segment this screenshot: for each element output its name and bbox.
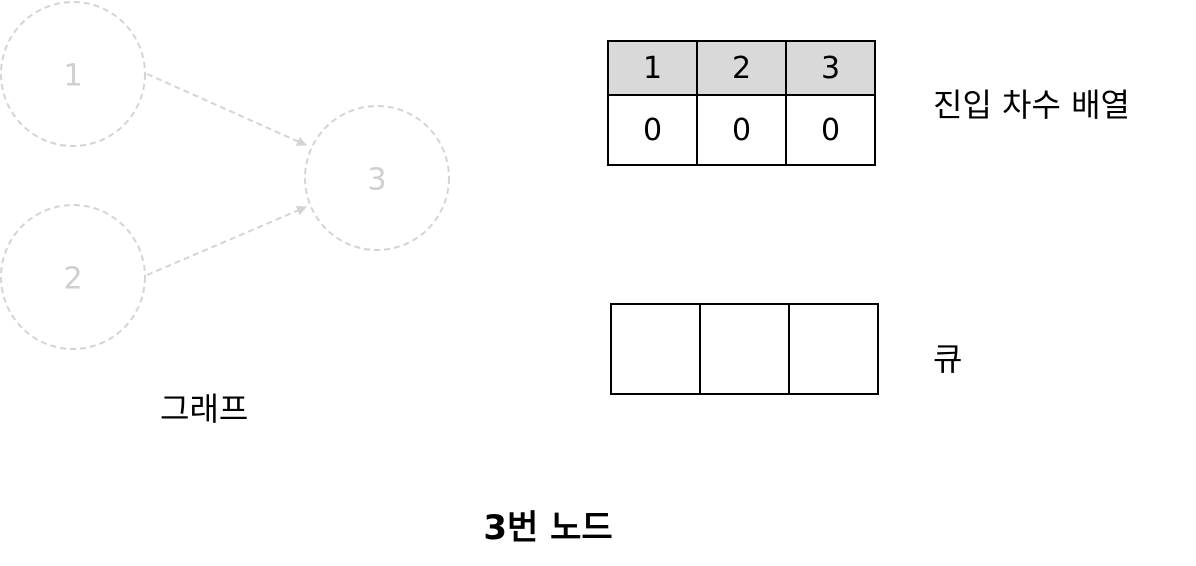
indegree-header-cell: 1	[607, 40, 698, 96]
node-label: 2	[63, 262, 82, 297]
graph-node-2: 2	[0, 204, 146, 350]
edge-1-to-3	[146, 73, 307, 146]
indegree-caption: 진입 차수 배열	[933, 86, 1130, 124]
step-title: 3번 노드	[483, 508, 613, 548]
queue-cell	[610, 303, 701, 395]
indegree-value-cell: 0	[696, 94, 787, 166]
indegree-header-cell: 3	[785, 40, 876, 96]
queue-table	[610, 303, 879, 395]
graph-node-1: 1	[0, 1, 146, 147]
indegree-header-row: 1 2 3	[607, 40, 876, 96]
indegree-value-cell: 0	[607, 94, 698, 166]
graph-node-3: 3	[304, 105, 450, 251]
indegree-value-row: 0 0 0	[607, 94, 876, 166]
queue-row	[610, 303, 879, 395]
node-label: 3	[367, 163, 386, 198]
queue-caption: 큐	[933, 340, 963, 378]
node-label: 1	[63, 59, 82, 94]
indegree-header-cell: 2	[696, 40, 787, 96]
queue-cell	[788, 303, 879, 395]
edge-2-to-3	[146, 205, 307, 276]
indegree-value-cell: 0	[785, 94, 876, 166]
indegree-table: 1 2 3 0 0 0	[607, 40, 876, 166]
graph-caption: 그래프	[160, 390, 249, 428]
queue-cell	[699, 303, 790, 395]
